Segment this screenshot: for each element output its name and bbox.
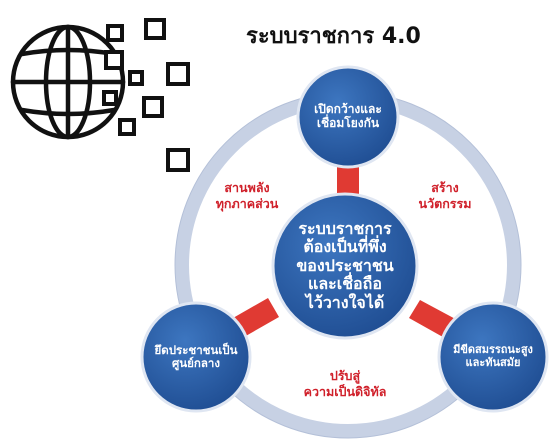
node-left-circle: [140, 301, 252, 413]
center-circle: [271, 192, 419, 340]
node-right-label: มีขีดสมรรถนะสูง และทันสมัย: [453, 343, 533, 369]
ring-label-top-right: สร้าง นวัตกรรม: [418, 180, 472, 212]
center-text: ระบบราชการ ต้องเป็นที่พึ่ง ของประชาชน แล…: [296, 219, 394, 312]
ring-label-top-left: สานพลัง ทุกภาคส่วน: [215, 180, 279, 212]
node-right-circle: [437, 301, 549, 413]
ring-label-bottom: ปรับสู่ ความเป็นดิจิทัล: [303, 368, 387, 400]
globe-data-icon: [10, 18, 190, 172]
node-top-circle: [296, 65, 400, 169]
node-left-label: ยึดประชาชนเป็น ศูนย์กลาง: [154, 342, 238, 370]
node-top-label: เปิดกว้างและ เชื่อมโยงกัน: [314, 102, 382, 130]
page-title: ระบบราชการ 4.0: [246, 24, 421, 49]
